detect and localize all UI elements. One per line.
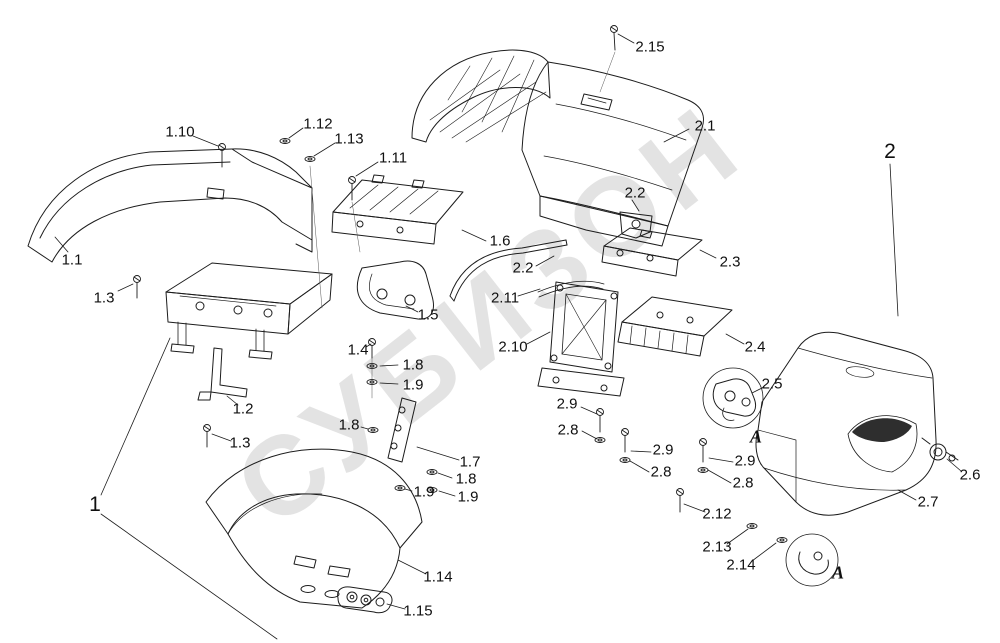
washer-1-8b — [367, 427, 379, 433]
bracket-2-10 — [537, 281, 625, 397]
detail-a-circle — [785, 533, 839, 587]
bracket-1-2 — [197, 347, 248, 401]
screw-1-3b — [203, 424, 211, 448]
washer-1-8c — [426, 469, 438, 475]
screw-1-3a — [133, 275, 141, 299]
fender-1-1 — [27, 148, 313, 263]
panel-2-3 — [601, 227, 703, 277]
strip-1-7 — [387, 397, 417, 463]
rod-2-2 — [449, 239, 605, 302]
washer-1-9b — [394, 485, 406, 491]
screw-2-9b — [621, 428, 629, 453]
panel-2-4 — [617, 296, 733, 357]
washer-2-8a — [594, 437, 606, 443]
washer-1-12 — [279, 138, 291, 144]
screw-2-9c — [699, 438, 707, 463]
bracket-1-5 — [356, 260, 434, 320]
screw-1-10 — [218, 143, 226, 168]
screw-2-9a — [596, 408, 604, 433]
screw-1-11 — [348, 176, 356, 201]
bracket-2-2 — [619, 211, 653, 239]
screw-2-15 — [610, 25, 618, 51]
plate-1-15 — [337, 586, 393, 614]
fender-liner-1-14 — [205, 448, 423, 609]
clamp-2-6 — [921, 437, 959, 462]
leader-lines — [54, 33, 962, 640]
screw-1-4 — [368, 338, 376, 359]
washer-1-9c — [426, 487, 438, 493]
washer-2-8c — [697, 467, 709, 473]
washer-2-13 — [746, 523, 758, 529]
washer-2-14 — [776, 537, 788, 543]
screw-2-12 — [676, 488, 684, 513]
fender-2-7 — [755, 331, 937, 516]
fasteners — [133, 25, 788, 543]
assembly-lines — [309, 51, 616, 399]
watermark-text: СУБИЗОН — [213, 81, 765, 551]
bracket-2-5 — [702, 367, 764, 429]
washer-1-13 — [304, 156, 316, 162]
bracket-assembly-1 — [165, 262, 333, 360]
hood-2-1 — [411, 49, 704, 247]
washer-2-8b — [619, 457, 631, 463]
